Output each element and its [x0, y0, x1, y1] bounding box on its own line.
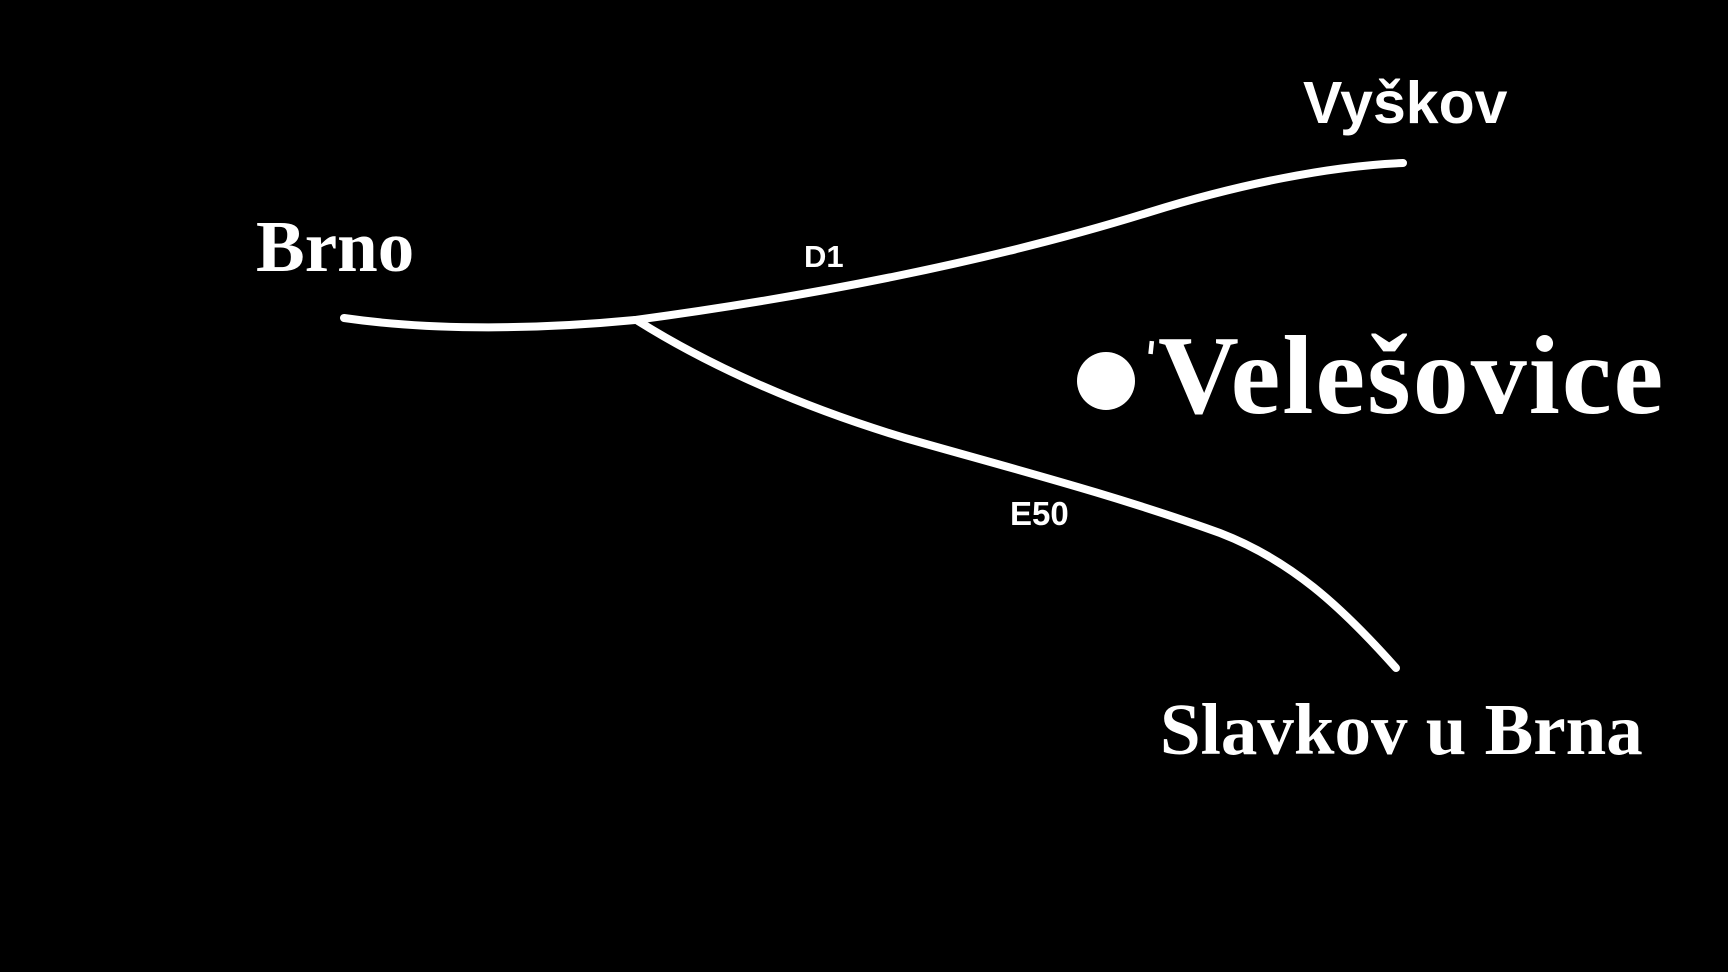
road-d1 — [631, 159, 1407, 324]
city-label-slavkov-u-brna: Slavkov u Brna — [1160, 689, 1643, 770]
city-label-velesovice: Velešovice — [1158, 314, 1666, 438]
tick-artifact — [1148, 340, 1155, 355]
road-brno-segment — [340, 314, 639, 332]
road-label-e50: E50 — [1010, 495, 1069, 532]
road-label-d1: D1 — [804, 239, 844, 274]
city-label-vyskov: Vyškov — [1303, 70, 1508, 136]
road-e50 — [634, 317, 1400, 672]
velesovice-dot-icon — [1077, 352, 1135, 410]
city-label-brno: Brno — [256, 206, 415, 287]
